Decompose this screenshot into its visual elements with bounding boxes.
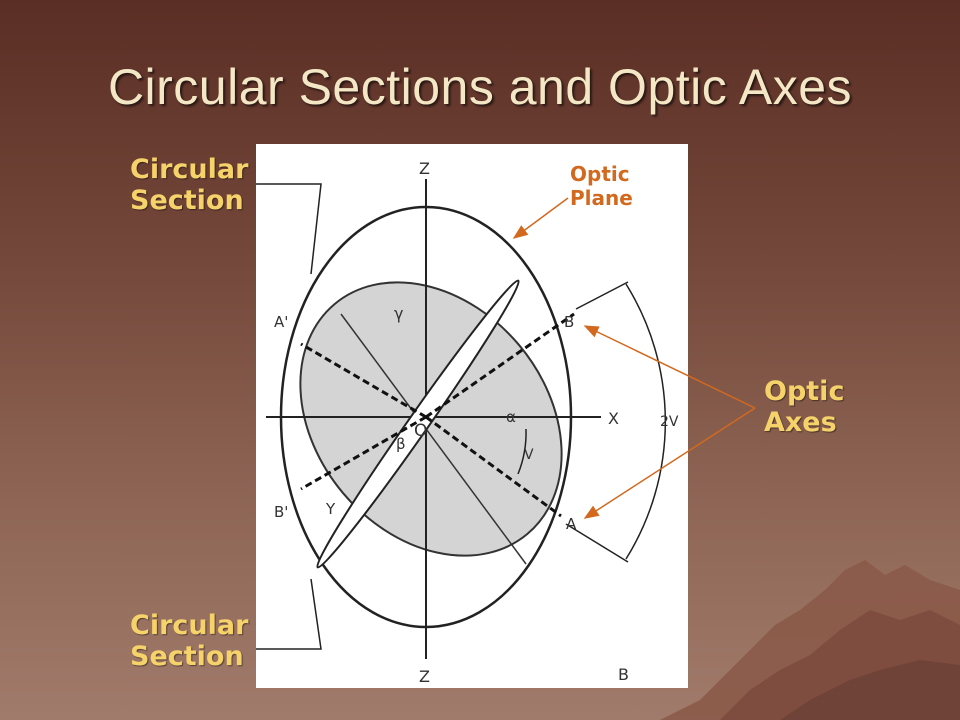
label-v-angle: V	[524, 447, 534, 463]
label-a: A	[566, 515, 577, 533]
optic-axes-label: Optic Axes	[764, 376, 845, 439]
shaded-ellipse	[299, 281, 563, 557]
slide-title: Circular Sections and Optic Axes	[107, 59, 853, 115]
label-b: B	[564, 313, 574, 331]
label-figure-tag: B	[618, 665, 629, 684]
label-beta: β	[396, 435, 406, 453]
optic-plane-label: Optic Plane	[570, 162, 633, 210]
label-origin: O	[414, 421, 427, 441]
optic-figure-panel: Z Z X O A' B' B A γ Y α β V 2V B	[256, 144, 688, 688]
circular-section-edge	[316, 279, 520, 569]
label-gamma: γ	[394, 304, 403, 323]
label-y-lower: Y	[325, 500, 336, 518]
label-x-axis: X	[608, 409, 619, 428]
indicatrix-diagram: Z Z X O A' B' B A γ Y α β V 2V B	[256, 159, 679, 686]
mountain-decoration	[660, 560, 960, 720]
label-a-prime: A'	[274, 313, 288, 331]
label-z-bottom: Z	[419, 667, 430, 686]
label-b-prime: B'	[274, 503, 288, 521]
label-2v: 2V	[660, 414, 679, 430]
circular-section-label-top: Circular Section	[130, 154, 249, 217]
label-z-top: Z	[419, 159, 430, 178]
label-alpha: α	[506, 408, 516, 426]
circular-section-label-bottom: Circular Section	[130, 610, 249, 673]
